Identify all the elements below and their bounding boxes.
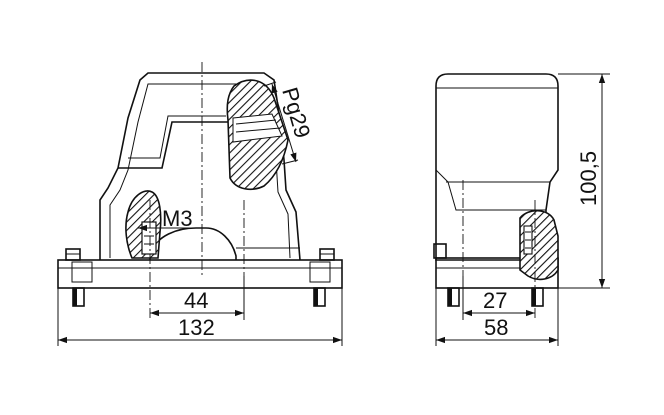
front-housing-inner-outline xyxy=(109,83,291,259)
inner-depth-label: 27 xyxy=(483,288,507,313)
side-left-bolt xyxy=(433,243,447,259)
m3-label: M3 xyxy=(162,206,193,231)
front-housing-outline xyxy=(99,72,301,261)
front-base-plate xyxy=(57,259,343,289)
overall-width-label: 132 xyxy=(178,315,215,340)
side-housing-outline xyxy=(435,73,559,261)
front-window-opening xyxy=(118,121,237,169)
height-label: 100,5 xyxy=(576,151,601,206)
side-base-plate xyxy=(435,257,559,289)
pg29-dimension-line xyxy=(271,83,297,163)
front-view: M3 Pg29 44 132 xyxy=(57,62,343,346)
overall-depth-label: 58 xyxy=(484,315,508,340)
inner-width-label: 44 xyxy=(184,288,208,313)
front-screw-thread xyxy=(141,221,157,255)
front-lower-arch xyxy=(149,227,237,260)
side-view: 27 58 100,5 xyxy=(433,73,610,346)
